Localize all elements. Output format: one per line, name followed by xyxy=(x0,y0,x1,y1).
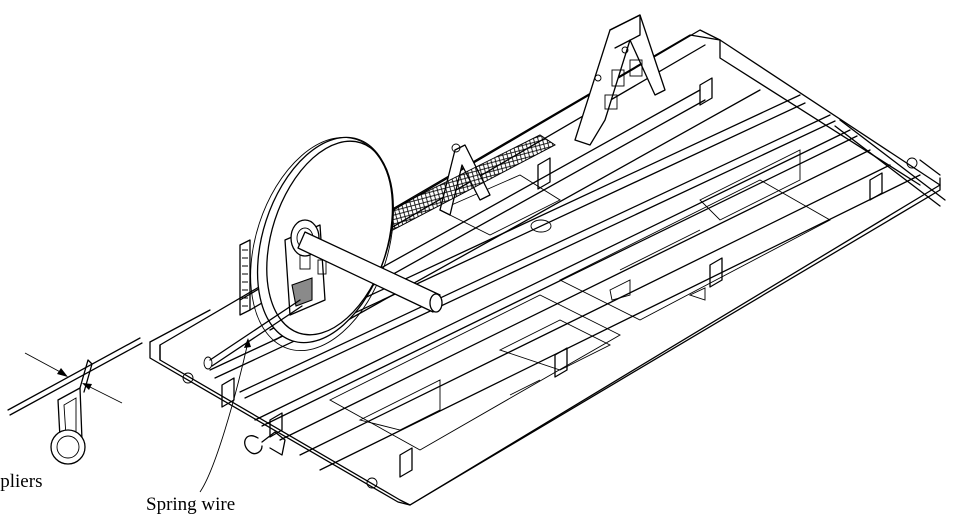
spring-wire-leader xyxy=(199,338,251,493)
guide-rails xyxy=(209,89,946,471)
bracket-tabs xyxy=(221,77,883,478)
spool-wheel xyxy=(239,136,394,352)
pliers-label: h pliers xyxy=(0,471,43,492)
rear-upright xyxy=(574,14,666,146)
pliers-detail xyxy=(7,337,143,465)
floor-panels xyxy=(329,149,831,451)
spring-wire-label: Spring wire xyxy=(146,494,236,515)
front-hook xyxy=(244,431,286,456)
spring-wire xyxy=(203,299,303,370)
axle-rod xyxy=(297,231,443,313)
